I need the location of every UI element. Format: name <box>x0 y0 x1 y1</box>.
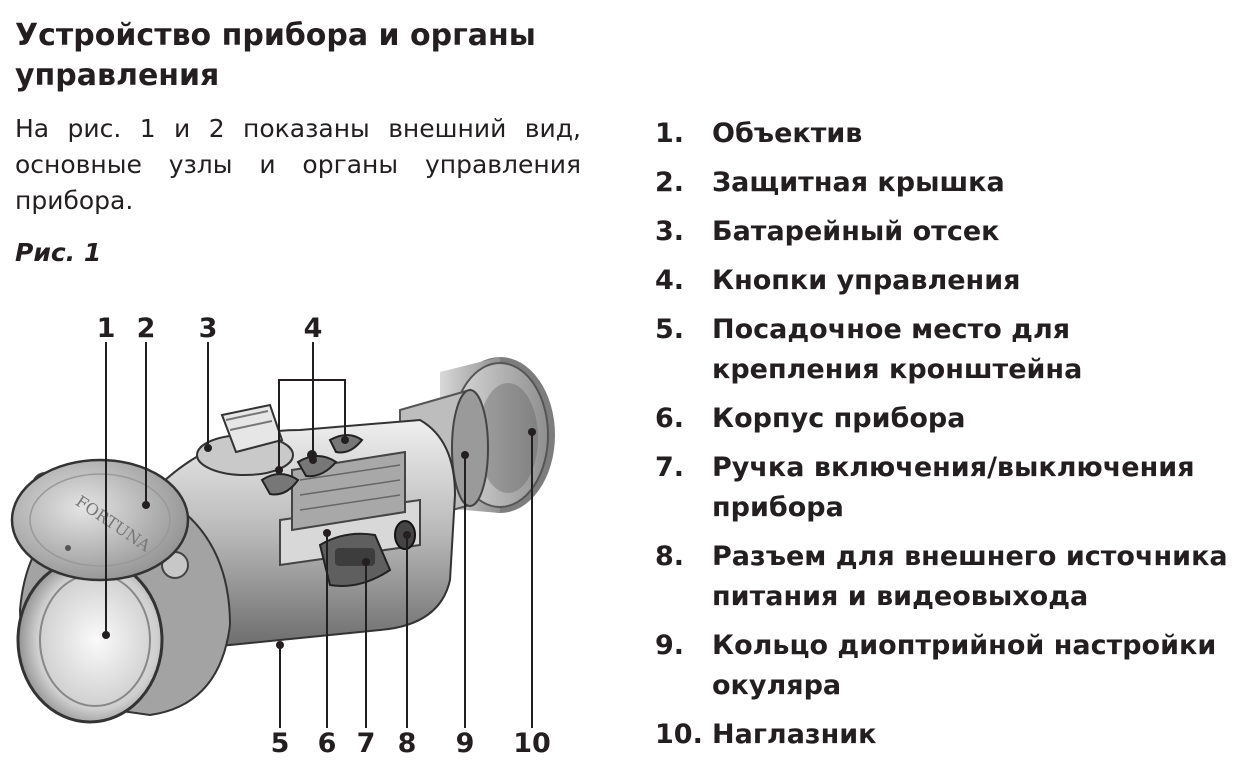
legend-number: 9. <box>655 630 685 661</box>
protective-cap: FORTUNA <box>10 458 190 582</box>
legend-number: 1. <box>655 118 685 149</box>
legend-text: Разъем для внешнего источника питания и … <box>712 541 1228 612</box>
legend-number: 8. <box>655 541 685 572</box>
legend-item: 4. Кнопки управления <box>655 261 1230 301</box>
leader-lines <box>105 342 533 728</box>
leader-dots <box>102 428 536 649</box>
legend-text: Ручка включения/выключения прибора <box>712 452 1195 523</box>
legend-item: 7. Ручка включения/выключения прибора <box>655 448 1230 528</box>
callout-2: 2 <box>137 313 156 344</box>
legend-text: Посадочное место для крепления кронштейн… <box>712 314 1083 385</box>
legend-text: Корпус прибора <box>712 403 966 434</box>
legend-item: 8. Разъем для внешнего источника питания … <box>655 537 1230 617</box>
battery-compartment <box>196 403 294 476</box>
callout-8: 8 <box>398 728 417 759</box>
legend-text: Наглазник <box>712 719 877 750</box>
callout-1: 1 <box>97 313 116 344</box>
legend-text: Кольцо диоптрийной настройки окуляра <box>712 630 1217 701</box>
legend-text: Батарейный отсек <box>712 216 1000 247</box>
legend-number: 2. <box>655 167 685 198</box>
callout-3: 3 <box>199 313 218 344</box>
callout-6: 6 <box>318 728 337 759</box>
legend-item: 5. Посадочное место для крепления кронште… <box>655 310 1230 390</box>
device-figure: FORTUNA <box>0 300 620 773</box>
legend-item: 3. Батарейный отсек <box>655 212 1230 252</box>
callout-10: 10 <box>513 728 551 759</box>
legend-text: Объектив <box>712 118 863 149</box>
legend-item: 2. Защитная крышка <box>655 163 1230 203</box>
legend-item: 9. Кольцо диоптрийной настройки окуляра <box>655 626 1230 706</box>
figure-caption: Рис. 1 <box>15 238 102 267</box>
legend-text: Защитная крышка <box>712 167 1005 198</box>
legend-item: 1. Объектив <box>655 114 1230 154</box>
callout-4: 4 <box>304 313 323 344</box>
legend-number: 6. <box>655 403 685 434</box>
page-title: Устройство прибора и органы управления <box>15 18 536 93</box>
callout-7: 7 <box>357 728 376 759</box>
legend-number: 3. <box>655 216 685 247</box>
callout-5: 5 <box>271 728 290 759</box>
legend-number: 5. <box>655 314 685 345</box>
legend-number: 7. <box>655 452 685 483</box>
callout-9: 9 <box>456 728 475 759</box>
legend-item: 10. Наглазник <box>655 715 1230 755</box>
legend-text: Кнопки управления <box>712 265 1021 296</box>
intro-paragraph: На рис. 1 и 2 показаны внешний вид, осно… <box>15 114 581 215</box>
legend-number: 10. <box>655 719 703 750</box>
legend-number: 4. <box>655 265 685 296</box>
parts-legend: 1. Объектив 2. Защитная крышка 3. Батарейны… <box>655 114 1230 764</box>
legend-item: 6. Корпус прибора <box>655 399 1230 439</box>
